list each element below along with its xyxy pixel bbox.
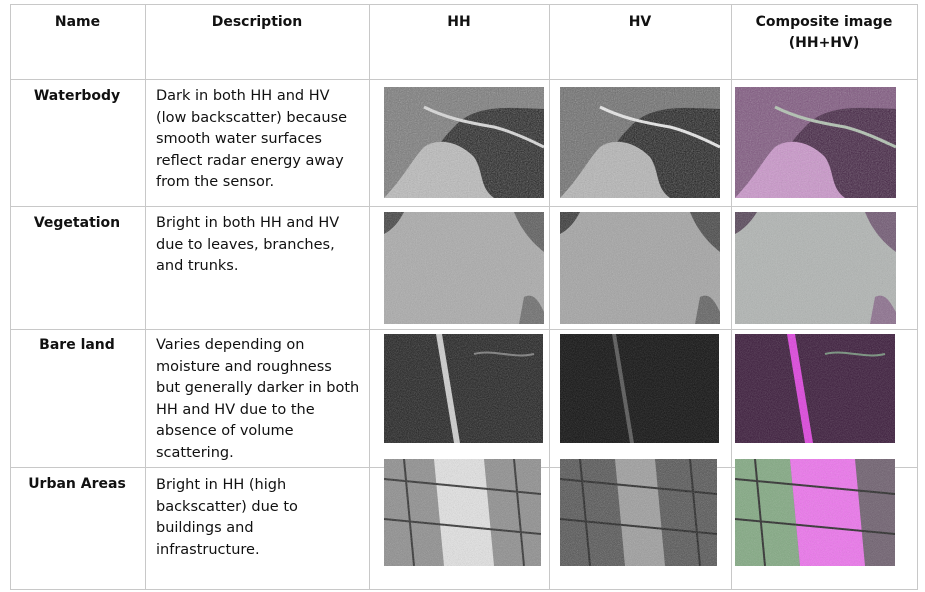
urban-composite-image — [735, 459, 895, 566]
bare-land-composite-image — [735, 334, 895, 443]
urban-hv-image — [560, 459, 717, 566]
waterbody-hv-image — [560, 87, 720, 198]
grid-line — [10, 4, 11, 590]
row-description-waterbody: Dark in both HH and HV (low backscatter)… — [156, 88, 348, 191]
grid-line — [917, 4, 918, 590]
grid-line — [549, 4, 550, 590]
grid-line — [10, 4, 918, 5]
header-description: Description — [211, 14, 303, 30]
row-description-bare-land: Varies depending on moisture and roughne… — [156, 337, 360, 461]
row-description-urban: Bright in HH (high backscatter) due to b… — [156, 477, 298, 558]
vegetation-hh-image — [384, 212, 544, 324]
header-hh: HH — [447, 14, 471, 30]
grid-line — [10, 329, 918, 330]
urban-hh-image — [384, 459, 541, 566]
vegetation-hv-image — [560, 212, 720, 324]
grid-line — [10, 589, 918, 590]
row-name-vegetation: Vegetation — [33, 215, 121, 231]
bare-land-hv-image — [560, 334, 719, 443]
grid-line — [10, 206, 918, 207]
header-name: Name — [54, 14, 101, 30]
waterbody-hh-image — [384, 87, 544, 198]
grid-line — [369, 4, 370, 590]
row-name-urban: Urban Areas — [28, 476, 126, 492]
row-name-waterbody: Waterbody — [33, 88, 121, 104]
bare-land-hh-image — [384, 334, 543, 443]
header-hv: HV — [628, 14, 652, 30]
sar-class-table: Name Description HH HV Composite image (… — [10, 4, 918, 590]
row-name-bare-land: Bare land — [39, 337, 115, 353]
header-composite: Composite image (HH+HV) — [755, 14, 893, 51]
vegetation-composite-image — [735, 212, 896, 324]
row-description-vegetation: Bright in both HH and HV due to leaves, … — [156, 215, 340, 275]
grid-line — [145, 4, 146, 590]
waterbody-composite-image — [735, 87, 896, 198]
grid-line — [10, 79, 918, 80]
grid-line — [731, 4, 732, 590]
